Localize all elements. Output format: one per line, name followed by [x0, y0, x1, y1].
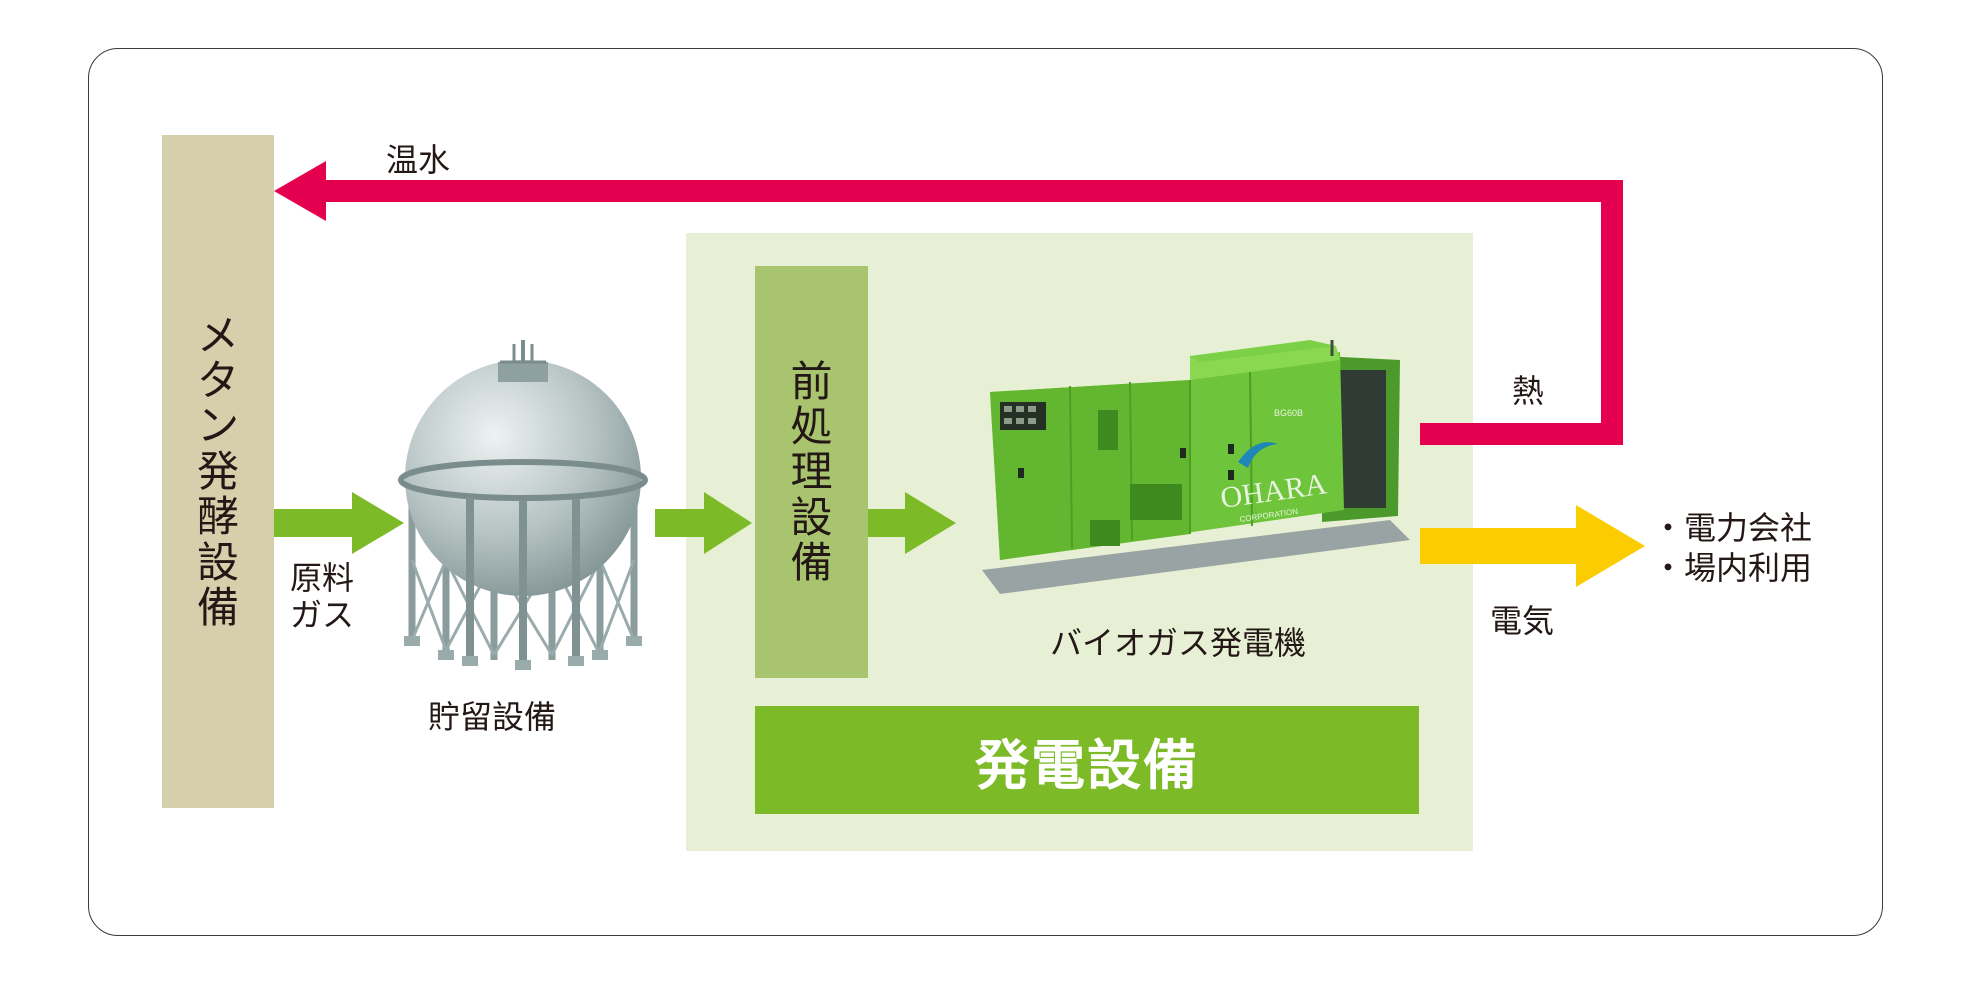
methane-char: ン	[196, 401, 239, 451]
hot-water-label: 温水	[386, 141, 451, 179]
pretreatment-to-generator-arrow	[868, 492, 956, 554]
hot-water-arrowhead	[274, 161, 326, 221]
raw-gas-label: 原料 ガス	[290, 560, 354, 634]
raw-gas-line2: ガス	[290, 595, 355, 634]
methane-char: タ	[196, 356, 239, 406]
heat-label: 熱	[1512, 372, 1545, 410]
methane-char: 設	[196, 537, 239, 587]
pretreatment-char: 処	[790, 401, 833, 451]
destination-onsite-use: ・場内利用	[1652, 549, 1813, 587]
destination-power-company: ・電力会社	[1652, 509, 1813, 547]
diagram-frame	[88, 48, 1883, 936]
pretreatment-char: 理	[790, 447, 833, 497]
pretreatment-char: 前	[790, 356, 833, 406]
raw-gas-line1: 原料	[290, 559, 355, 597]
methane-fermentation-facility: メ タ ン 発 酵 設 備	[162, 135, 274, 808]
pretreatment-char: 備	[790, 538, 833, 588]
destination-list: ・電力会社 ・場内利用	[1652, 508, 1812, 588]
electricity-label: 電気	[1490, 602, 1555, 640]
pretreatment-facility: 前 処 理 設 備	[755, 266, 868, 678]
biogas-generator-label: バイオガス発電機	[1050, 624, 1307, 662]
heat-return-line	[320, 180, 1623, 445]
methane-char: 発	[196, 446, 239, 496]
biogas-generator-image: OHARA CORPORATION BG60B	[982, 340, 1410, 594]
storage-to-pretreatment-arrow	[655, 492, 752, 554]
pretreatment-char: 設	[790, 492, 833, 542]
electricity-arrow	[1420, 505, 1645, 587]
raw-gas-arrow	[274, 492, 404, 554]
methane-char: 備	[196, 582, 239, 632]
generator-model: BG60B	[1274, 408, 1303, 418]
storage-facility-label: 貯留設備	[428, 698, 557, 736]
power-generation-label: 発電設備	[755, 706, 1419, 814]
methane-char: 酵	[196, 492, 239, 542]
methane-char: メ	[196, 310, 239, 360]
storage-tank-icon	[398, 340, 648, 670]
